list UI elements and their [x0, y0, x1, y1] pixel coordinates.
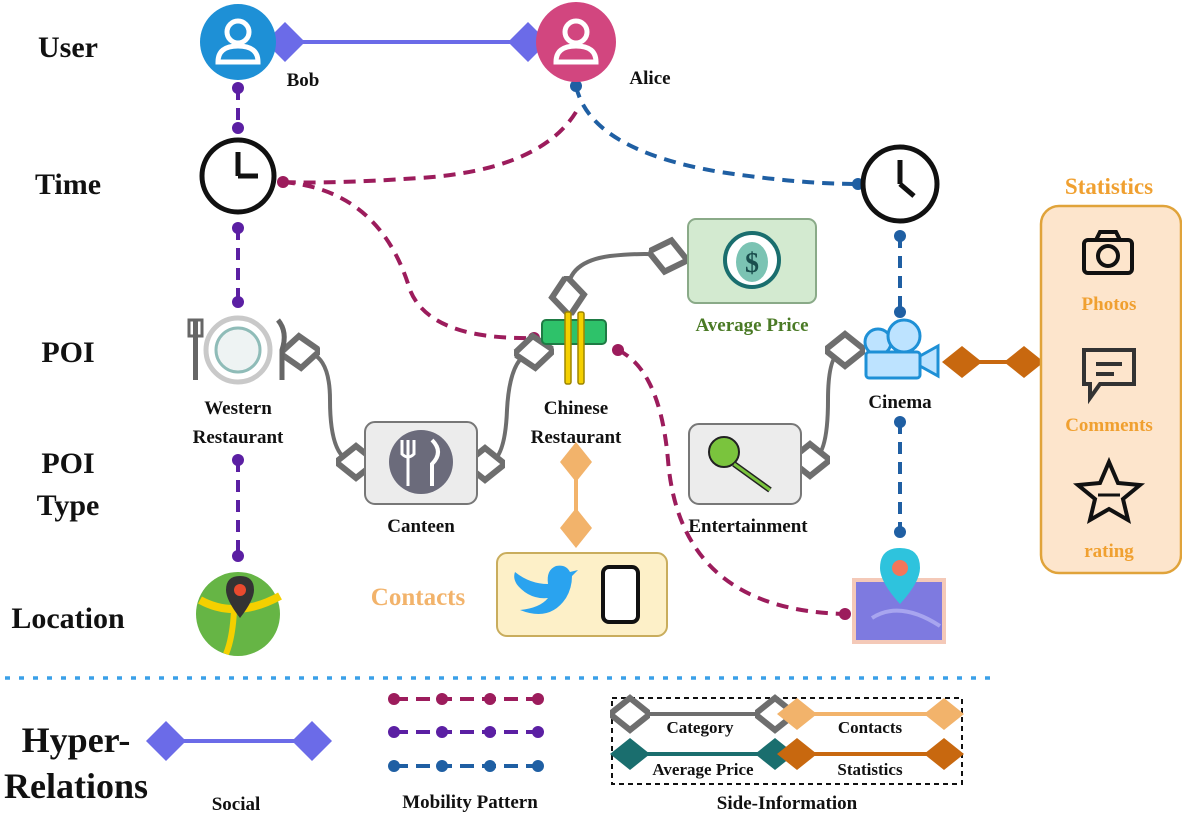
- row-label-poi-type-line2: Type: [37, 489, 100, 522]
- canteen-label: Canteen: [387, 516, 455, 537]
- entertainment-label: Entertainment: [688, 516, 808, 537]
- average-price-box: $: [687, 218, 817, 304]
- cinema-camera-icon: [863, 318, 940, 380]
- entertainment-box: [688, 423, 802, 505]
- western-restaurant-icon: [187, 315, 287, 385]
- western-restaurant-label-line2: Restaurant: [193, 427, 284, 448]
- clock-icon-bob: [199, 137, 277, 215]
- mobility-edge-alice-cinema-time: [574, 85, 859, 186]
- legend-contacts-label: Contacts: [838, 718, 903, 737]
- twitter-icon: [514, 565, 578, 614]
- western-restaurant-label-line1: Western: [204, 398, 272, 419]
- camera-icon: [1082, 230, 1134, 275]
- category-edge-chinese-price: [568, 254, 668, 296]
- legend-side-info-label: Side-Information: [717, 793, 858, 814]
- statistics-rating-label: rating: [1084, 541, 1134, 562]
- category-edge-western-canteen: [300, 352, 356, 462]
- legend-title-line1: Hyper-: [22, 720, 131, 760]
- statistics-photos-label: Photos: [1082, 294, 1137, 315]
- average-price-label: Average Price: [695, 315, 808, 336]
- contacts-label: Contacts: [371, 584, 466, 611]
- chinese-restaurant-label-line1: Chinese: [544, 398, 608, 419]
- row-label-location: Location: [11, 602, 125, 635]
- location-map-icon-bob: [196, 572, 282, 656]
- canteen-box: [364, 421, 478, 505]
- clock-icon-alice: [860, 144, 940, 224]
- legend-mobility-label: Mobility Pattern: [402, 792, 538, 813]
- legend-mobility-dots: [388, 693, 544, 772]
- row-label-poi: POI: [41, 336, 94, 369]
- mobility-edge-chinese-location: [617, 348, 846, 616]
- user-alice-label: Alice: [629, 68, 670, 89]
- category-edge-canteen-chinese: [485, 352, 534, 464]
- row-label-user: User: [38, 31, 98, 64]
- user-alice-avatar: [536, 2, 616, 82]
- statistics-panel: [1039, 204, 1182, 575]
- statistics-title: Statistics: [1065, 174, 1153, 199]
- row-label-time: Time: [35, 168, 101, 201]
- mobility-edge-alice-time: [282, 110, 578, 185]
- category-edge-entertainment-cinema: [810, 350, 845, 460]
- legend-mobility-lines: [394, 697, 538, 768]
- legend-category-label: Category: [666, 718, 734, 737]
- legend-social-label: Social: [212, 794, 261, 815]
- smartphone-icon: [601, 565, 640, 624]
- statistics-comments-label: Comments: [1065, 415, 1153, 436]
- star-icon: [1072, 456, 1146, 525]
- legend-title-line2: Relations: [4, 766, 148, 806]
- user-bob-label: Bob: [287, 70, 320, 91]
- cinema-label: Cinema: [868, 392, 932, 413]
- comment-icon: [1082, 348, 1136, 405]
- chinese-restaurant-icon: [541, 311, 607, 385]
- location-map-icon-alice: [852, 548, 946, 644]
- chinese-restaurant-label-line2: Restaurant: [531, 427, 622, 448]
- mobility-edge-time-chinese: [282, 180, 535, 341]
- legend-average-price-label: Average Price: [652, 760, 754, 779]
- contacts-box: [496, 552, 668, 637]
- mobility-dots-bob: [232, 82, 244, 562]
- user-bob-avatar: [200, 4, 276, 80]
- legend-statistics-label: Statistics: [837, 760, 903, 779]
- dollar-icon: $: [745, 248, 759, 279]
- row-label-poi-type-line1: POI: [41, 447, 94, 480]
